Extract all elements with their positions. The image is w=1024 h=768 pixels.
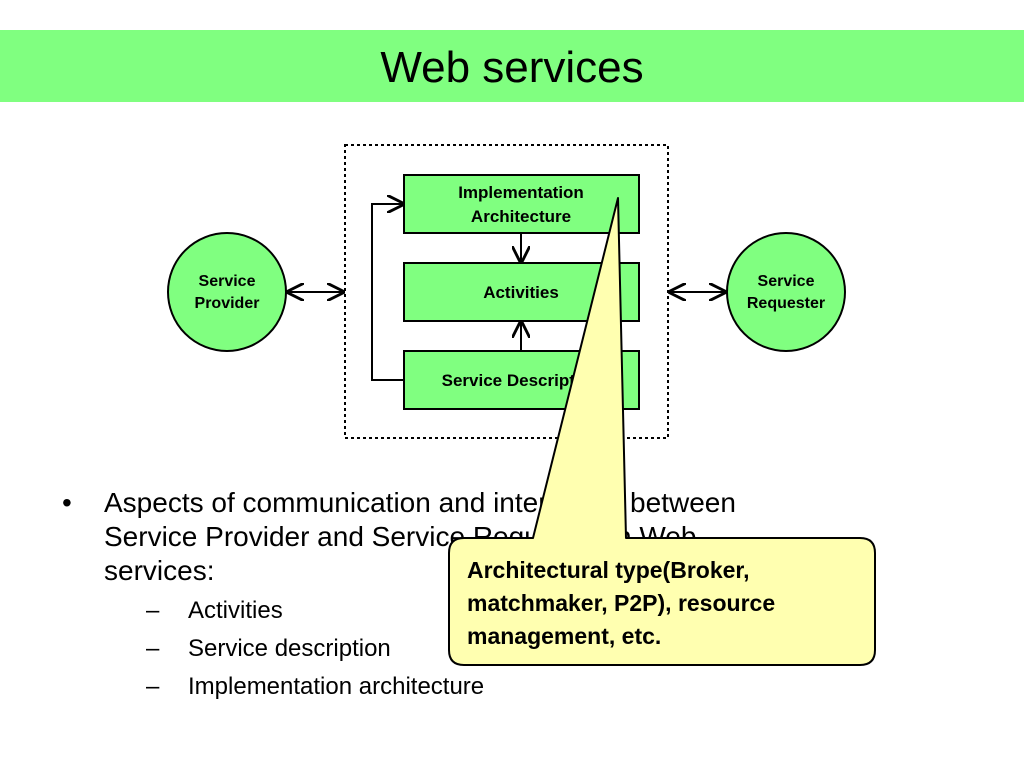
description-to-impl-loop-arrow: [371, 204, 404, 381]
activities-label: Activities: [483, 283, 559, 302]
sub-list: – Activities – Service description – Imp…: [104, 592, 882, 706]
service-description-label: Service Description: [442, 371, 601, 390]
callout-bubble: Architectural type(Broker, matchmaker, P…: [448, 197, 876, 666]
sub-item-label: Implementation architecture: [188, 673, 485, 700]
service-provider-node: Service Provider: [167, 232, 287, 352]
bullet-main-line1: Aspects of communication and interaction…: [104, 487, 736, 518]
service-requester-label-line2: Requester: [747, 295, 825, 312]
sub-marker: –: [146, 597, 160, 624]
service-provider-label-line2: Provider: [195, 295, 260, 312]
service-requester-node: Service Requester: [726, 232, 846, 352]
title-bar: Web services: [0, 30, 1024, 102]
sub-item-service-description: – Service description: [146, 630, 882, 668]
bullet-marker: •: [62, 487, 72, 518]
service-provider-label-line1: Service: [199, 273, 256, 290]
page-title: Web services: [380, 43, 644, 92]
callout-line1: Architectural type(Broker,: [467, 557, 749, 583]
implementation-architecture-box: Implementation Architecture: [403, 174, 640, 234]
sub-item-label: Service description: [188, 635, 391, 662]
sub-marker: –: [146, 635, 160, 662]
sub-marker: –: [146, 673, 160, 700]
sub-item-implementation-architecture: – Implementation architecture: [146, 668, 882, 706]
implementation-architecture-line1: Implementation: [458, 183, 584, 202]
bullet-main-line3: services:: [104, 555, 215, 586]
container-dotted-frame: [344, 144, 669, 439]
callout-line3: management, etc.: [467, 623, 661, 649]
bullet-list: • Aspects of communication and interacti…: [62, 486, 882, 706]
bullet-main: • Aspects of communication and interacti…: [62, 486, 882, 706]
callout-line2: matchmaker, P2P), resource: [467, 590, 775, 616]
sub-item-label: Activities: [188, 597, 283, 624]
implementation-architecture-line2: Architecture: [471, 207, 571, 226]
service-requester-label-line1: Service: [758, 273, 815, 290]
sub-item-activities: – Activities: [146, 592, 882, 630]
